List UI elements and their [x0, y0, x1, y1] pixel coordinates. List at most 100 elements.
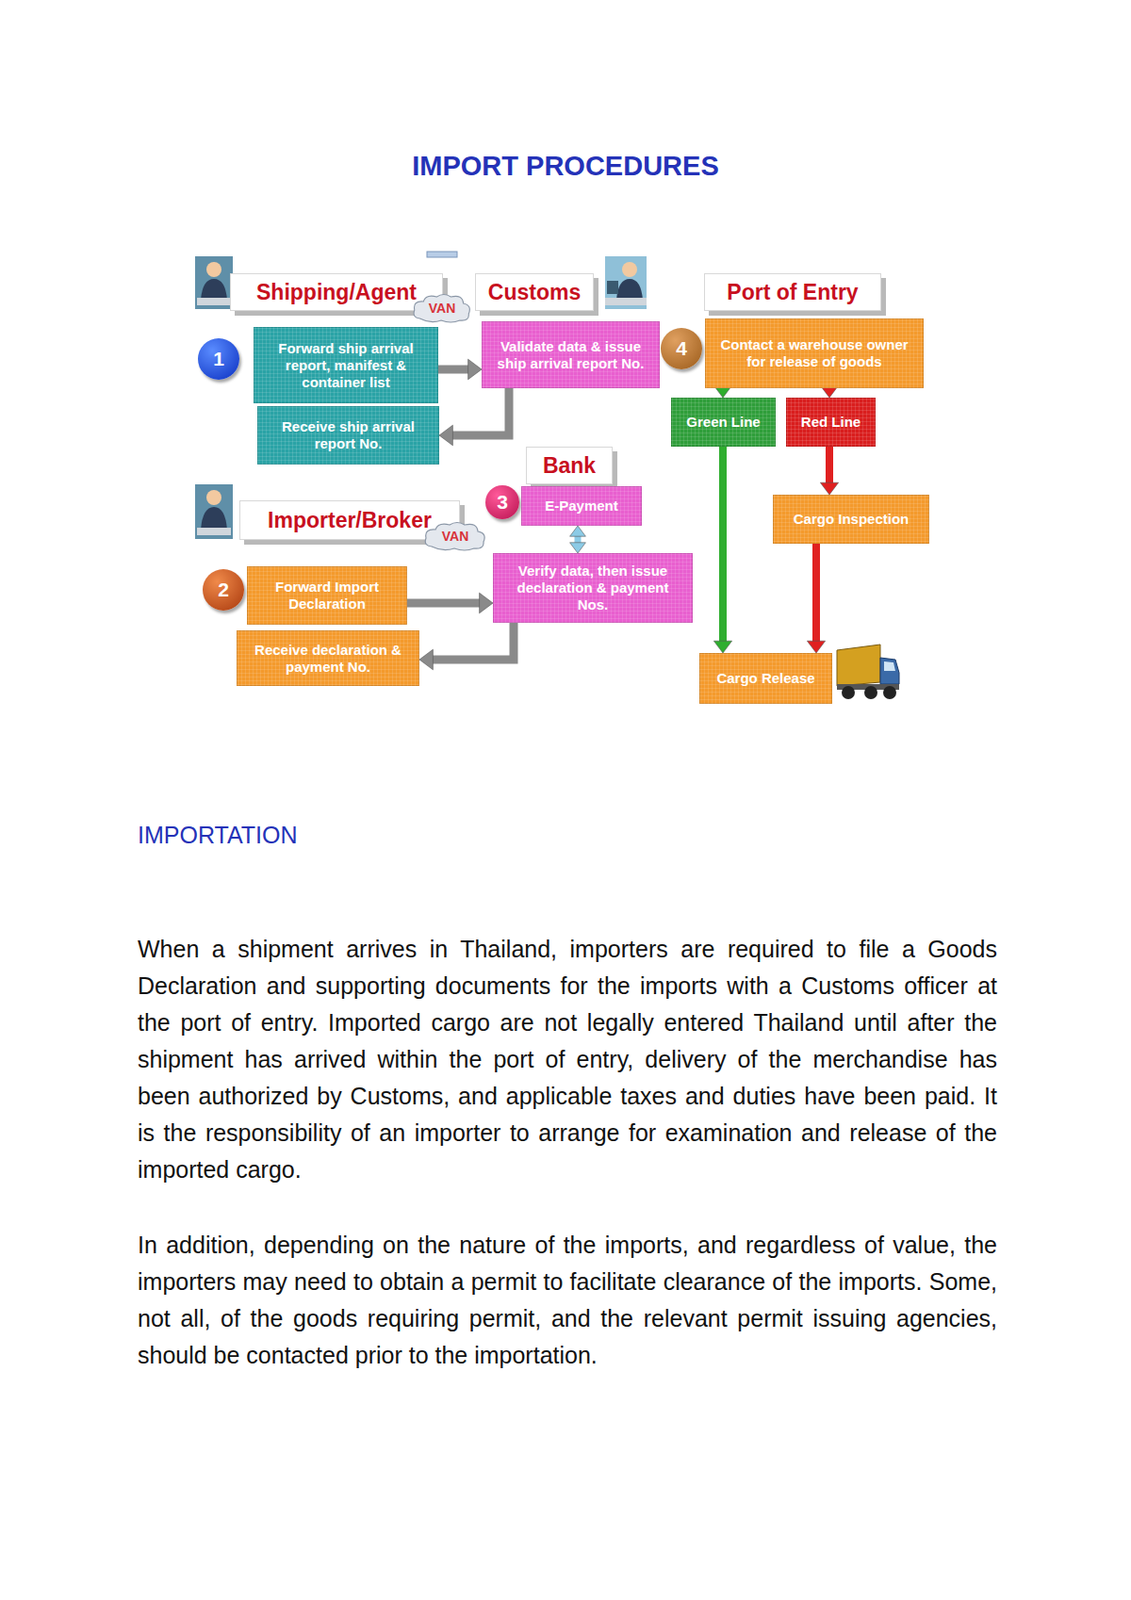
callout-number: 2 [202, 569, 245, 611]
icon-panel [195, 484, 233, 540]
connector [819, 446, 838, 495]
process-box: Receive declaration & payment No. [236, 630, 420, 687]
process-box: Forward Import Declaration [246, 566, 408, 625]
icon-monitor [606, 280, 619, 295]
paragraph: In addition, depending on the nature of … [137, 1227, 998, 1375]
icon-head [206, 262, 222, 278]
icon-head [206, 490, 222, 506]
connector [570, 525, 587, 554]
arrow-head [715, 387, 732, 398]
truck-cargo [836, 644, 881, 687]
lane-header: Customs [475, 273, 594, 312]
process-box: Receive ship arrival report No. [257, 406, 440, 465]
node-text: Forward ship arrival report, manifest & … [262, 340, 430, 392]
connector [806, 543, 825, 654]
connector [715, 387, 732, 398]
node-text: 1 [213, 347, 225, 371]
process-box: Forward ship arrival report, manifest & … [253, 327, 439, 404]
person-icon [193, 480, 237, 543]
node-text: Validate data & issue ship arrival repor… [490, 338, 652, 373]
process-box: Cargo Release [699, 653, 833, 705]
van-cloud: VAN [422, 520, 489, 553]
status-box: Red Line [786, 397, 876, 447]
arrow-head [570, 525, 587, 537]
arrow-head [570, 542, 587, 554]
connector-line [407, 599, 482, 608]
node-text: Forward Import Declaration [255, 578, 399, 613]
process-box: Cargo Inspection [772, 494, 930, 544]
connector [419, 622, 514, 671]
node-text: 2 [217, 578, 230, 602]
icon-desk [196, 297, 231, 306]
icon-panel [605, 256, 647, 310]
truck-cab [880, 657, 900, 685]
node-text: 4 [675, 337, 688, 361]
node-text: Red Line [801, 413, 861, 431]
arrow-head [419, 649, 433, 671]
process-box: Contact a warehouse owner for release of… [704, 318, 924, 389]
lane-header: Shipping/Agent [229, 273, 443, 312]
connector [439, 388, 509, 446]
connector-line [812, 543, 820, 644]
node-text: Cargo Release [716, 670, 815, 688]
truck-window [884, 661, 896, 672]
small-tab [426, 250, 459, 261]
callout-number: 3 [485, 485, 520, 520]
status-box: Green Line [671, 397, 776, 447]
paragraph: When a shipment arrives in Thailand, imp… [137, 931, 998, 1189]
node-text: Contact a warehouse owner for release of… [713, 336, 916, 371]
truck-wheel [883, 686, 897, 700]
node-text: Customs [488, 279, 581, 306]
lane-header: Port of Entry [704, 273, 882, 312]
truck-wheel [841, 686, 855, 700]
van-cloud: VAN [410, 292, 474, 325]
node-text: Verify data, then issue declaration & pa… [501, 562, 685, 614]
node-text: Bank [542, 453, 596, 479]
tab-shape [426, 251, 458, 258]
icon-desk [196, 527, 231, 536]
icon-panel [195, 256, 233, 310]
connector-line [430, 622, 514, 660]
connector-line [825, 446, 834, 486]
truck-wheel [864, 686, 878, 700]
process-box: Validate data & issue ship arrival repor… [481, 321, 660, 389]
node-text: Importer/Broker [267, 508, 432, 534]
truck-icon [833, 640, 902, 704]
icon-body [200, 278, 228, 300]
connector [821, 387, 838, 398]
process-box: Verify data, then issue declaration & pa… [492, 553, 693, 623]
node-text: VAN [428, 300, 457, 316]
connector-line [719, 446, 727, 644]
arrow-head [468, 359, 482, 380]
node-text: E-Payment [544, 497, 619, 515]
arrow-head [821, 387, 838, 398]
icon-head [622, 262, 638, 278]
callout-number: 1 [197, 338, 240, 380]
connector [407, 592, 493, 614]
arrow-head [439, 425, 453, 446]
icon-body [616, 278, 643, 300]
node-text: Receive declaration & payment No. [245, 641, 411, 676]
cloud-outline [413, 295, 470, 324]
callout-number: 4 [660, 327, 703, 370]
arrow-head [479, 592, 493, 614]
arrow-head [713, 640, 732, 654]
arrow-head [819, 482, 838, 495]
connector-line [438, 365, 471, 375]
node-text: Receive ship arrival report No. [265, 418, 431, 453]
icon-desk [605, 297, 647, 306]
node-text: Shipping/Agent [256, 279, 417, 306]
icon-body [200, 507, 228, 530]
node-text: Green Line [686, 413, 760, 431]
node-text: Cargo Inspection [793, 510, 910, 528]
node-text: Port of Entry [726, 279, 858, 306]
connector-line [450, 388, 509, 436]
lane-header: Bank [525, 446, 613, 485]
connector [713, 446, 732, 654]
connector [438, 359, 482, 380]
process-box: E-Payment [521, 486, 642, 526]
title: IMPORT PROCEDURES [0, 150, 1131, 182]
person-icon [601, 252, 651, 313]
section-heading: IMPORTATION [137, 821, 297, 850]
